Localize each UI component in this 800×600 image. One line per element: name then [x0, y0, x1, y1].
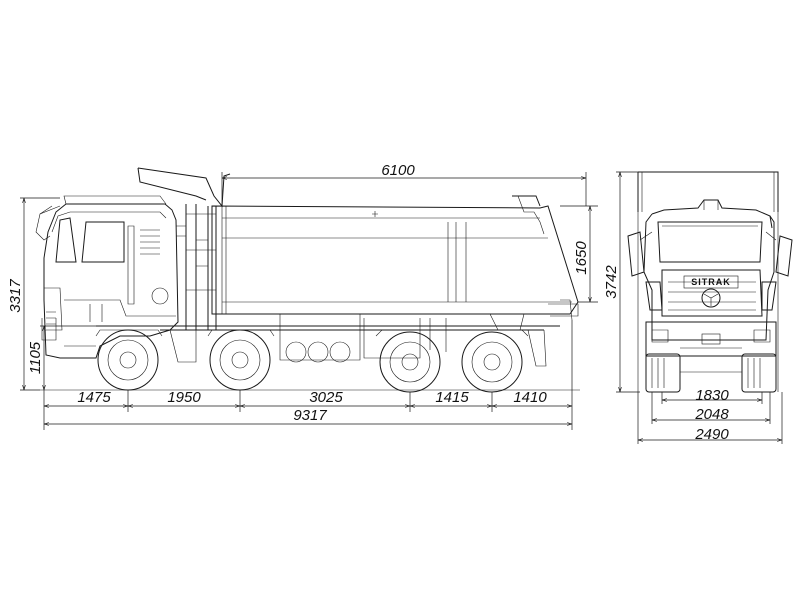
side-view	[35, 167, 580, 393]
dim-track-width: 1830	[695, 387, 729, 404]
wheel-axle-4	[461, 331, 523, 393]
dim-wheelbase-2-3: 3025	[309, 389, 343, 406]
side-dimensions: 6100 1650 3317 1105 1475 1950 3025 1415 …	[7, 162, 598, 430]
dim-overall-height-side: 3317	[7, 279, 24, 313]
front-dimensions: 3742 1830 2048 2490	[603, 171, 783, 444]
front-view: SITRAK	[627, 171, 793, 393]
brand-logo-text: SITRAK	[691, 277, 731, 287]
cab	[35, 195, 179, 359]
hoist-column	[176, 204, 217, 330]
dim-body-length: 6100	[381, 162, 415, 179]
dim-frame-height: 1105	[27, 341, 44, 374]
dim-body-height: 1650	[573, 241, 590, 275]
front-right-tyre	[741, 353, 777, 393]
dim-front-overhang: 1475	[77, 389, 111, 406]
wheel-axle-1	[97, 329, 159, 391]
chassis	[64, 313, 560, 367]
dump-body	[137, 167, 579, 321]
front-left-tyre	[645, 353, 681, 393]
dim-axle-width: 2048	[694, 406, 729, 423]
dim-overall-width: 2490	[694, 426, 729, 443]
dim-rear-overhang: 1410	[513, 389, 547, 406]
dim-wheelbase-3-4: 1415	[435, 389, 469, 406]
wheel-axle-3	[379, 331, 441, 393]
dim-wheelbase-1-2: 1950	[167, 389, 201, 406]
wheel-axle-2	[209, 329, 271, 391]
dim-overall-height-front: 3742	[603, 265, 620, 299]
dim-overall-length: 9317	[293, 407, 327, 424]
